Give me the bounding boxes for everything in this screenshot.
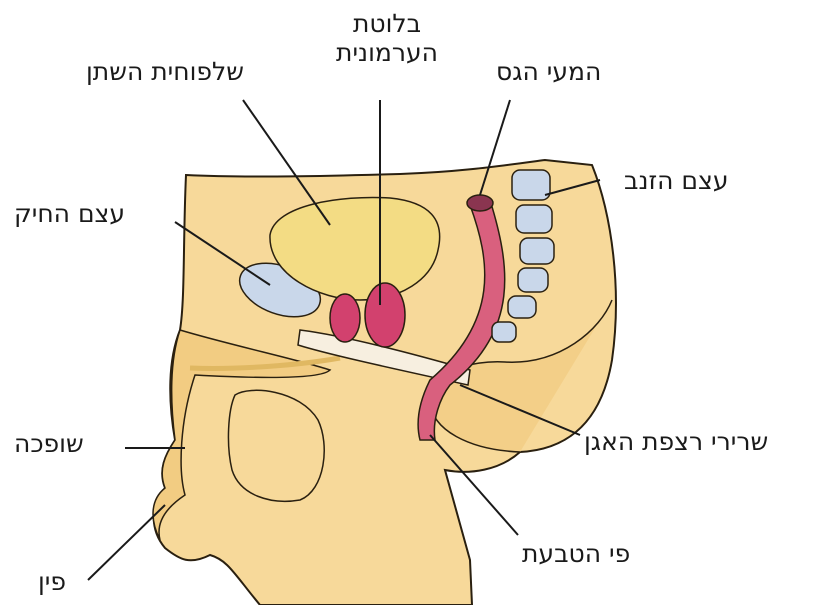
label-prostate-line1: בלוטת: [322, 10, 452, 39]
label-pelvic-floor: שרירי רצפת האגן: [584, 428, 768, 457]
prostate-lobe-left: [330, 294, 360, 342]
label-prostate: בלוטת הערמונית: [322, 10, 452, 68]
label-pubic-bone: עצם החיק: [14, 200, 125, 229]
label-bladder: שלפוחית השתן: [86, 58, 244, 87]
label-prostate-line2: הערמונית: [322, 39, 452, 68]
label-anus: פי הטבעת: [522, 540, 630, 569]
prostate-lobe-right: [365, 283, 405, 347]
label-rectum: המעי הגס: [496, 58, 601, 87]
label-urethra: שופכה: [14, 430, 84, 459]
label-tailbone: עצם הזנב: [624, 167, 728, 196]
label-penis: פין: [38, 568, 66, 597]
rectum-opening: [467, 195, 493, 211]
